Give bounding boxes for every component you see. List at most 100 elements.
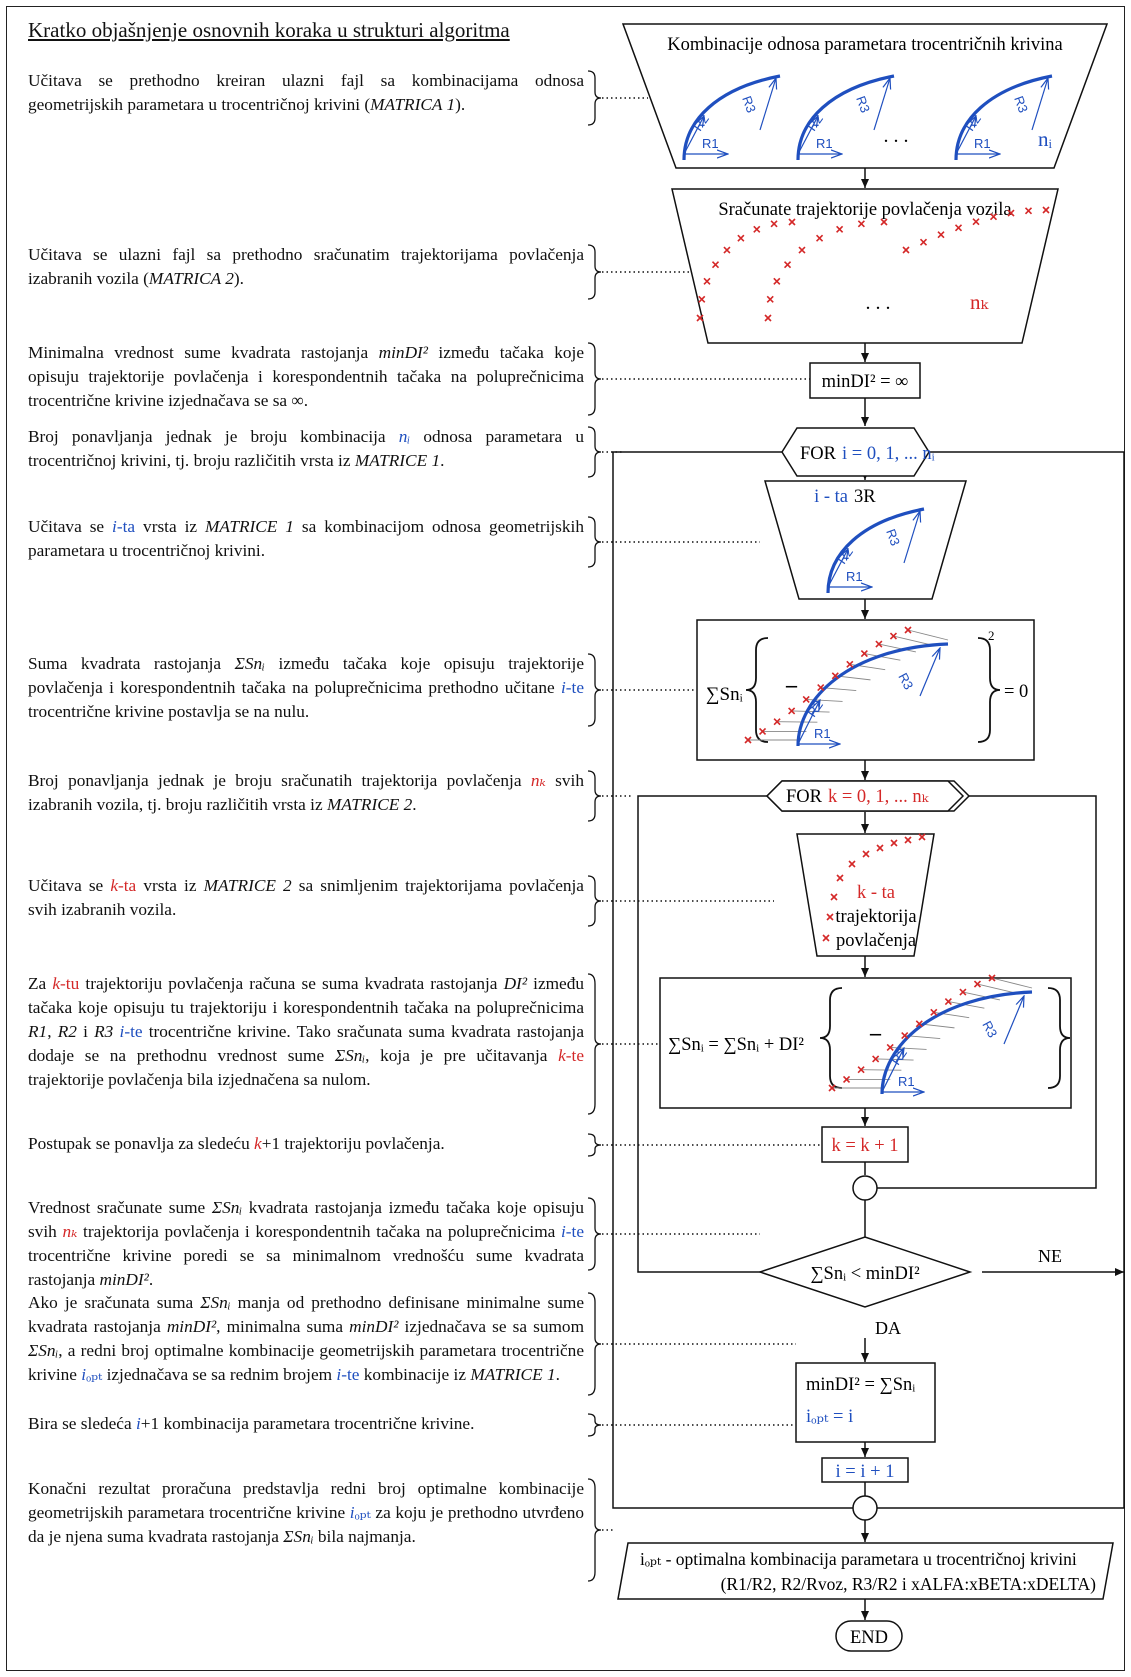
step-9-text: Za k-tu trajektoriju povlačenja računa s… (28, 972, 584, 1092)
curve-arc (796, 74, 895, 161)
step-text-run: Ako je sračunata suma (28, 1293, 201, 1312)
step-text-run: između tačaka koje opisuju tu trajektori… (28, 974, 585, 1017)
step-text-run: MATRICE 2 (326, 795, 413, 814)
brace-6 (587, 653, 602, 727)
step-text-run: Broj ponavljanja jednak je broju sračuna… (28, 771, 531, 790)
trajectory-point (944, 998, 952, 1006)
trajectory-point (915, 1020, 923, 1028)
trajectory-point (815, 234, 824, 242)
distance-chord (875, 1058, 914, 1061)
r3-label: R3 (739, 94, 759, 115)
curve-arc (954, 74, 1053, 161)
k-loop-connector (852, 1175, 878, 1201)
trajectory-point (857, 1066, 865, 1074)
trajectory-point (802, 695, 810, 704)
r1-label: R1 (898, 1074, 915, 1089)
trajectory-point (788, 707, 796, 715)
step-text-run: ΣSnᵢ (283, 1527, 314, 1546)
step-text-run: i (336, 1365, 342, 1384)
curve-arc (826, 507, 925, 594)
trajectory-point (758, 727, 767, 736)
trajectory-point (737, 234, 745, 242)
trajectory-point (848, 860, 856, 868)
step-text-run: izjednačava se sa sumom (398, 1317, 585, 1336)
nk-label: nₖ (970, 290, 990, 314)
step-13-text: Bira se sledeća i+1 kombinacija parameta… (28, 1412, 584, 1436)
step-text-run: minDI² (99, 1270, 149, 1289)
step-14-text: Konačni rezultat proračuna predstavlja r… (28, 1477, 584, 1549)
step-text-run: Suma kvadrata rastojanja (28, 654, 235, 673)
assign-min-text: minDI² = ∑Snᵢ (806, 1375, 915, 1395)
step-text-run: Učitava se (28, 876, 111, 895)
i-loop-connector (852, 1495, 878, 1521)
curve-arc (880, 990, 1033, 1095)
ellipsis: . . . (884, 125, 909, 147)
step-text-run: k (254, 1134, 262, 1153)
step-text-run: . (148, 1270, 154, 1289)
step-text-run: trajektorije povlačenja bila izjednačena… (28, 1070, 371, 1089)
trajectory-point (703, 277, 711, 285)
step-text-run: nᵢ (398, 427, 411, 446)
matrix1-block: Kombinacije odnosa parametara trocentrič… (621, 23, 1109, 169)
trajectory-point (862, 850, 870, 858)
trajectory-point (836, 874, 844, 882)
ellipsis: . . . (866, 292, 891, 314)
radius-r2-arrow (683, 116, 704, 155)
i-increment-box: i = i + 1 (821, 1457, 909, 1483)
trajectory-point (764, 314, 772, 322)
trajectory-point (989, 213, 998, 221)
trajectory-point (886, 1043, 894, 1052)
trajectory-point (1024, 207, 1033, 215)
step-text-run: ). (455, 95, 466, 114)
kth-word-pull: povlačenja (836, 931, 916, 951)
radius-r3-arrow (1031, 78, 1048, 131)
step-text-run: ΣSnᵢ (28, 1341, 59, 1360)
matrix2-title: Sračunate trajektorije povlačenja vozila (718, 200, 1011, 220)
step-text-run: -tu (60, 974, 80, 993)
step-text-run: minDI² (349, 1317, 399, 1336)
end-text: END (850, 1628, 888, 1648)
trajectory-point (846, 660, 854, 668)
step-text-run: između tačaka koje opisuju trajektorije … (28, 343, 585, 410)
step-text-run: ₒₚₜ (354, 1503, 371, 1522)
step-text-run: svih izabranih vozila, tj. broju različi… (28, 771, 584, 814)
step-2-text: Učitava se ulazni fajl sa prethodno srač… (28, 243, 584, 291)
trajectory-point (753, 225, 761, 233)
trajectory-point (904, 626, 912, 634)
trajectory-point (711, 261, 720, 269)
step-text-run: ₒₚₜ (86, 1365, 103, 1384)
radius-r3-arrow (903, 511, 920, 564)
step-text-run: i (560, 678, 566, 697)
assign-iopt-text: iₒₚₜ = i (806, 1407, 853, 1427)
step-text-run: Konačni rezultat proračuna predstavlja r… (28, 1479, 584, 1522)
step-text-run: . (412, 795, 417, 814)
step-text-run: MATRICA 2 (148, 269, 234, 288)
step-text-run: -te (565, 1222, 584, 1241)
step-text-run: i (112, 517, 117, 536)
output-block: iₒₚₜ - optimalna kombinacija parametara … (617, 1542, 1114, 1600)
brace-2 (587, 244, 602, 300)
flow-lines (612, 168, 1125, 1620)
kth-label: k - ta (857, 883, 895, 903)
step-text-run: R2 (57, 1022, 77, 1041)
trajectory-point (954, 224, 963, 232)
step-7-text: Broj ponavljanja jednak je broju sračuna… (28, 769, 584, 817)
distance-chord (991, 977, 1033, 989)
step-text-run: R1 (28, 1022, 48, 1041)
trajectory-point (744, 736, 752, 744)
distance-chord (977, 983, 1016, 994)
step-text-run: MATRICE 2 (203, 876, 292, 895)
i-increment-text: i = i + 1 (836, 1462, 895, 1482)
r1-label: R1 (846, 569, 863, 584)
kth-word-trajectory: trajektorija (835, 907, 916, 927)
step-12-text: Ako je sračunata suma ΣSnᵢ manja od pret… (28, 1291, 584, 1387)
step-5-text: Učitava se i-ta vrsta iz MATRICE 1 sa ko… (28, 515, 584, 563)
step-text-run: i (119, 1022, 125, 1041)
distance-chord (962, 991, 1000, 1001)
step-text-run: . (440, 451, 445, 470)
brace-9 (587, 973, 602, 1115)
brace-10 (587, 1133, 602, 1157)
eq-zero: = 0 (1004, 682, 1028, 702)
